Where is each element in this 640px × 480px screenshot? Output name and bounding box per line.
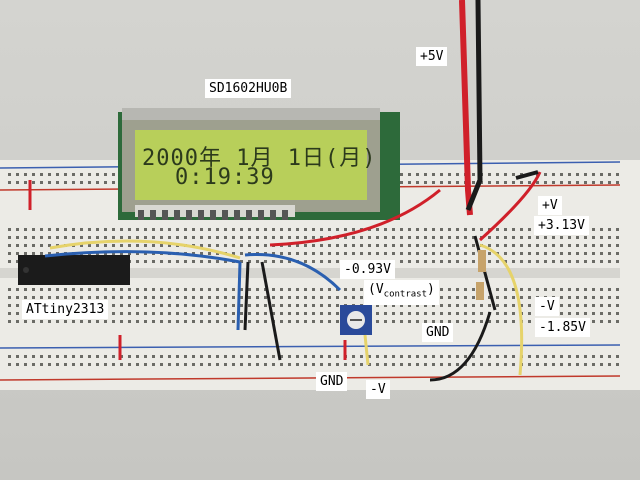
label-minus-v-bottom: -V xyxy=(366,380,390,399)
label-contrast-value: -0.93V xyxy=(340,260,395,279)
attiny-chip xyxy=(18,255,130,285)
label-gnd-mid: GND xyxy=(422,323,454,342)
label-mcu: ATtiny2313 xyxy=(22,300,109,319)
label-module: SD1602HU0B xyxy=(205,79,292,98)
label-plus5v: +5V xyxy=(416,47,448,66)
label-plus-v-value: +3.13V xyxy=(534,216,589,235)
label-contrast-name: (Vcontrast) xyxy=(364,280,439,305)
label-minus-v-value: -1.85V xyxy=(535,318,590,337)
label-minus-v: -V xyxy=(535,297,559,316)
lcd-line-1: 2000年 1月 1日(月) xyxy=(142,146,377,171)
lcd-line-2: 0:19:39 xyxy=(175,165,275,190)
label-plus-v: +V xyxy=(538,196,562,215)
lcd-screen xyxy=(135,130,367,200)
label-gnd-bottom: GND xyxy=(316,372,348,391)
